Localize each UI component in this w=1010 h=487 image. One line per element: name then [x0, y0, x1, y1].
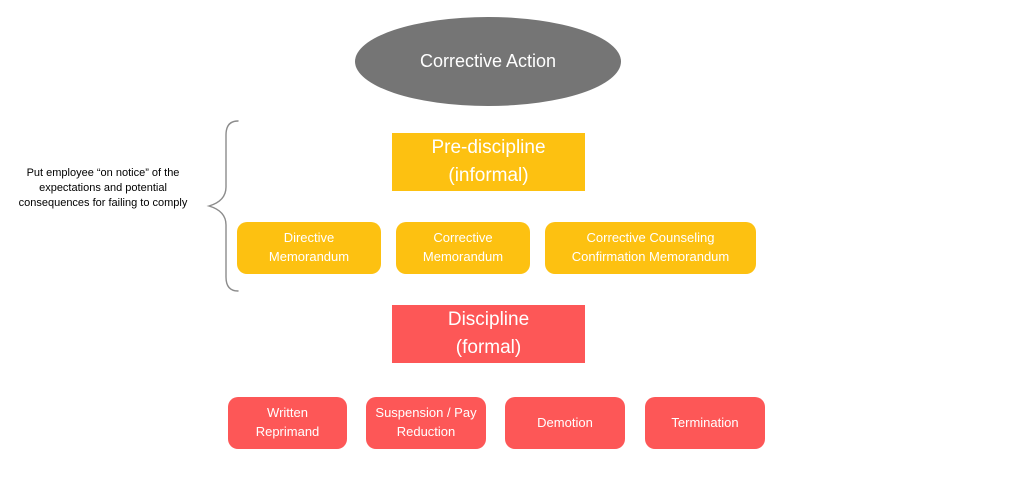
corrective-action-label: Corrective Action	[419, 51, 557, 71]
suspension-pay-reduction-box: Suspension / Pay Reduction	[366, 397, 486, 449]
corrective-memorandum-box: Corrective Memorandum	[396, 222, 530, 274]
written-reprimand-label: Written Reprimand	[255, 405, 320, 439]
directive-memorandum-box: Directive Memorandum	[237, 222, 381, 274]
directive-memorandum-label: Directive Memorandum	[268, 230, 350, 264]
termination-label: Termination	[671, 414, 739, 430]
left-curly-brace	[206, 120, 239, 292]
corrective-action-ellipse: Corrective Action	[355, 17, 621, 106]
pre-discipline-header-label: Pre-discipline (informal)	[431, 137, 546, 186]
termination-box: Termination	[645, 397, 765, 449]
on-notice-annotation: Put employee “on notice” of the expectat…	[18, 167, 188, 209]
discipline-header: Discipline (formal)	[392, 305, 585, 363]
pre-discipline-header: Pre-discipline (informal)	[392, 133, 585, 191]
corrective-counseling-confirmation-memorandum-label: Corrective Counseling Confirmation Memor…	[571, 230, 730, 264]
corrective-counseling-confirmation-memorandum-box: Corrective Counseling Confirmation Memor…	[545, 222, 756, 274]
demotion-label: Demotion	[537, 414, 593, 430]
discipline-header-label: Discipline (formal)	[447, 309, 530, 358]
suspension-pay-reduction-label: Suspension / Pay Reduction	[375, 405, 477, 439]
demotion-box: Demotion	[505, 397, 625, 449]
corrective-memorandum-label: Corrective Memorandum	[422, 230, 504, 264]
written-reprimand-box: Written Reprimand	[228, 397, 347, 449]
